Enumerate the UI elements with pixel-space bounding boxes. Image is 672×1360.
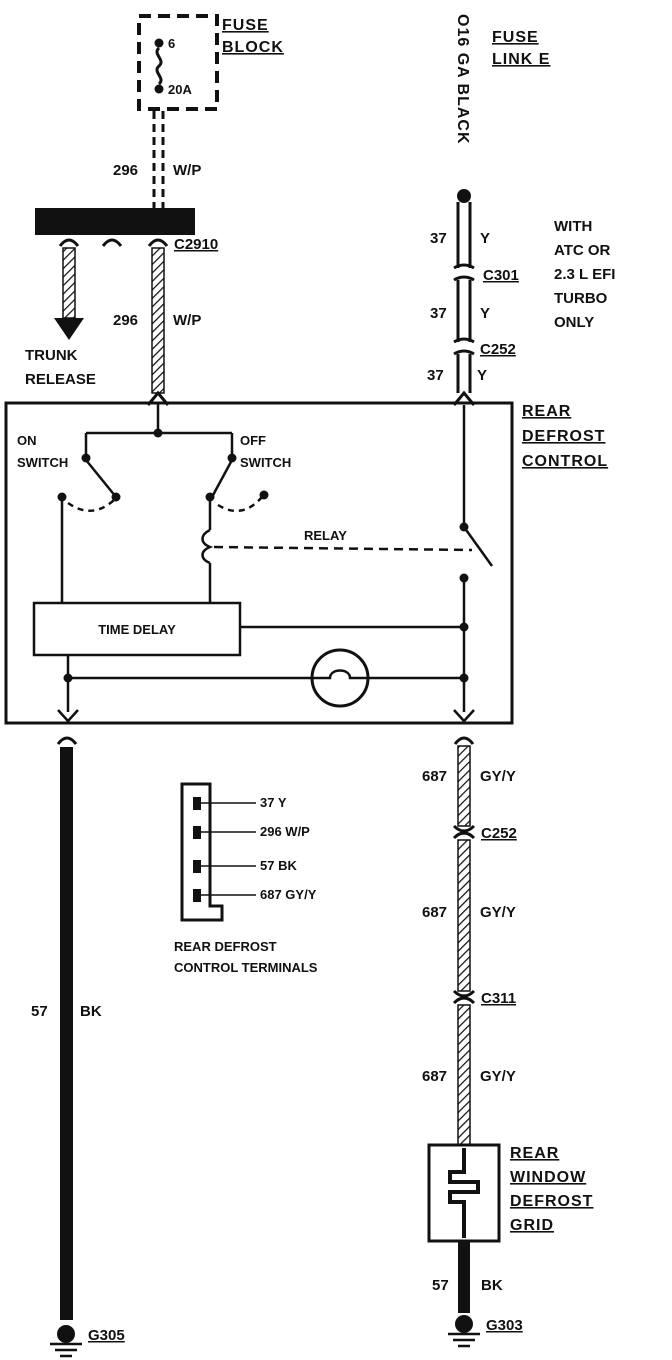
wire-color: W/P <box>173 162 201 179</box>
wire-num: 57 <box>31 1003 48 1020</box>
wire-num: 37 <box>427 367 444 384</box>
wire-num: 296 <box>113 162 138 179</box>
option-note: ATC OR <box>554 242 611 259</box>
connector-c252-label: C252 <box>480 341 516 358</box>
control-terminal-connector <box>180 782 256 922</box>
ground-icon <box>448 1315 480 1348</box>
terminals-caption: REAR DEFROST <box>174 939 277 954</box>
time-delay-module <box>32 601 242 657</box>
terminals-caption: CONTROL TERMINALS <box>174 960 318 975</box>
terminal-pin-label: 37 Y <box>260 795 287 810</box>
wire-color: GY/Y <box>480 904 516 921</box>
ground-g305-label: G305 <box>88 1327 125 1344</box>
off-switch-label: SWITCH <box>240 455 291 470</box>
fuse-link-label: LINK E <box>492 51 550 68</box>
fuse-link-terminal <box>457 189 471 203</box>
wire-color: Y <box>480 230 490 247</box>
ground-icon <box>50 1325 82 1358</box>
wire-color: Y <box>480 305 490 322</box>
control-label: CONTROL <box>522 453 608 470</box>
connector-c301-label: C301 <box>483 267 519 284</box>
wire-color: GY/Y <box>480 768 516 785</box>
fuse-block-label: BLOCK <box>222 39 284 56</box>
rear-window-defrost-grid <box>427 1143 501 1243</box>
relay-label: RELAY <box>304 528 347 543</box>
on-switch-label: SWITCH <box>17 455 68 470</box>
rear-defrost-control-box <box>4 401 514 725</box>
wire-num: 37 <box>430 305 447 322</box>
wire-num: 687 <box>422 904 447 921</box>
wire-color: W/P <box>173 312 201 329</box>
c2910-connector-bar <box>35 208 195 235</box>
wire-color: Y <box>477 367 487 384</box>
trunk-release-label: RELEASE <box>25 371 96 388</box>
fuse-link-wire-label: O16 GA BLACK <box>454 14 471 145</box>
grid-label: DEFROST <box>510 1193 593 1210</box>
connector-c311-label: C311 <box>481 990 516 1007</box>
wire-num: 687 <box>422 768 447 785</box>
fuse-block-label: FUSE <box>222 17 269 34</box>
ground-g303-label: G303 <box>486 1317 523 1334</box>
c2910-pins <box>58 238 169 247</box>
connector-c252-label: C252 <box>481 825 517 842</box>
option-note: ONLY <box>554 314 594 331</box>
connector-c2910-label: C2910 <box>174 236 218 253</box>
wire-num: 57 <box>432 1277 449 1294</box>
fuse-link-label: FUSE <box>492 29 539 46</box>
wire-num: 37 <box>430 230 447 247</box>
grid-label: REAR <box>510 1145 559 1162</box>
terminal-pin-label: 687 GY/Y <box>260 887 317 902</box>
fuse-number: 6 <box>168 36 175 51</box>
wire-color: BK <box>80 1003 102 1020</box>
time-delay-label: TIME DELAY <box>98 622 176 637</box>
trunk-release-label: TRUNK <box>25 347 78 364</box>
arrow-down-icon <box>54 318 84 340</box>
option-note: TURBO <box>554 290 608 307</box>
grid-label: GRID <box>510 1217 554 1234</box>
off-switch-label: OFF <box>240 433 266 448</box>
wire-color: GY/Y <box>480 1068 516 1085</box>
fuse-block: 6 20A <box>137 14 219 111</box>
terminal-pin-label: 57 BK <box>260 858 297 873</box>
option-note: WITH <box>554 218 592 235</box>
wire-num: 296 <box>113 312 138 329</box>
control-label: REAR <box>522 403 571 420</box>
wire-num: 687 <box>422 1068 447 1085</box>
control-label: DEFROST <box>522 428 605 445</box>
grid-label: WINDOW <box>510 1169 586 1186</box>
indicator-lamp-icon <box>310 648 370 708</box>
terminal-pin-label: 296 W/P <box>260 824 310 839</box>
on-switch-label: ON <box>17 433 37 448</box>
option-note: 2.3 L EFI <box>554 266 615 283</box>
fuse-rating: 20A <box>168 82 192 97</box>
wire-color: BK <box>481 1277 503 1294</box>
